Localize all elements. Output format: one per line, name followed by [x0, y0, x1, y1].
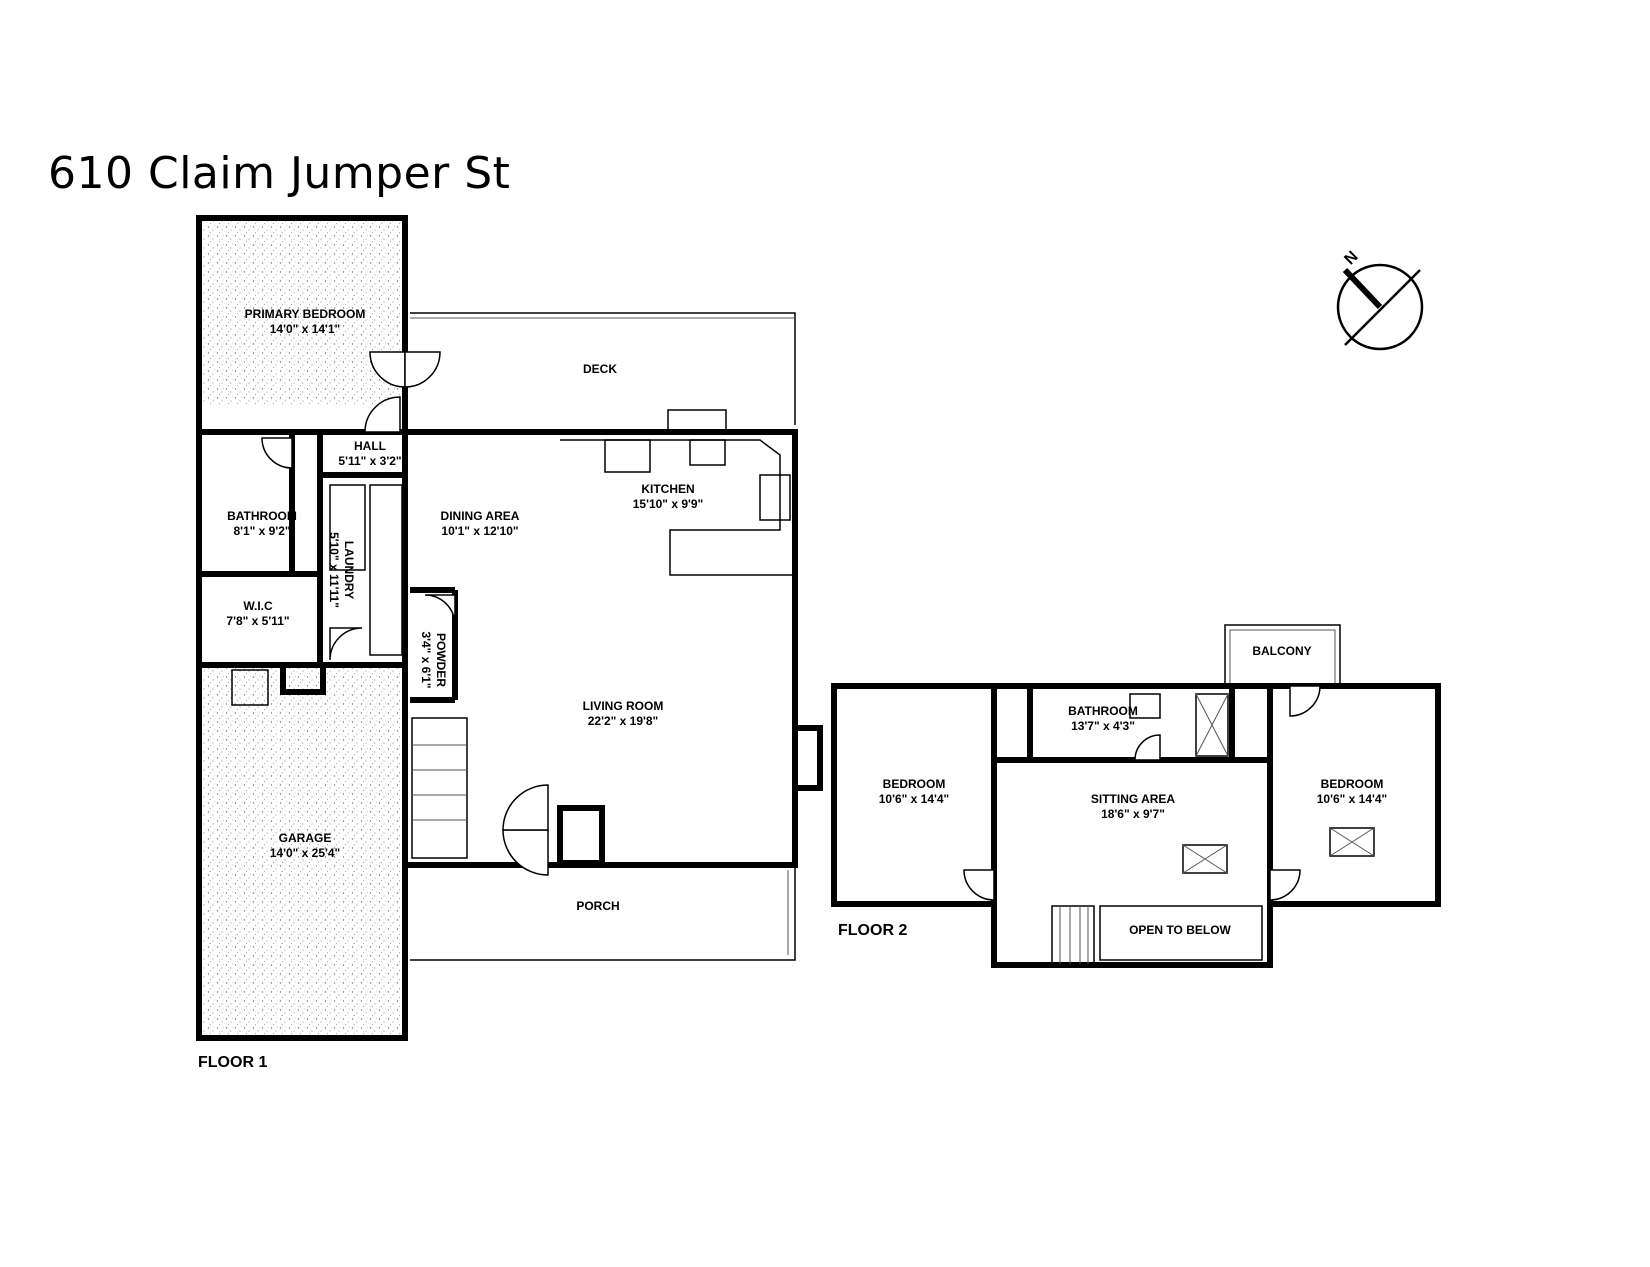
- room-name: BATHROOM: [1068, 704, 1138, 718]
- room-name: BATHROOM: [227, 509, 297, 523]
- room-name: PRIMARY BEDROOM: [245, 307, 366, 321]
- room-dimensions: 15'10" x 9'9": [633, 497, 703, 511]
- compass: N: [1336, 248, 1424, 351]
- room-label-deck: DECK: [583, 362, 617, 376]
- deck-outline: [410, 312, 796, 425]
- room-label-balcony: BALCONY: [1252, 644, 1311, 658]
- room-name: KITCHEN: [641, 482, 694, 496]
- door-swing: [261, 437, 293, 469]
- room-name: HALL: [354, 439, 386, 453]
- room-label-wic: W.I.C7'8" x 5'11": [226, 599, 289, 628]
- door-swing: [502, 784, 549, 831]
- room-dimensions: 5'11" x 3'2": [338, 454, 401, 468]
- room-name: BEDROOM: [883, 777, 946, 791]
- room-name: PORCH: [576, 899, 619, 913]
- door-swing: [404, 351, 441, 388]
- page-title: 610 Claim Jumper St: [48, 148, 511, 199]
- room-name: BALCONY: [1252, 644, 1311, 658]
- room-name: DECK: [583, 362, 617, 376]
- room-name: SITTING AREA: [1091, 792, 1176, 806]
- room-name: LIVING ROOM: [583, 699, 664, 713]
- room-name: POWDER: [434, 633, 448, 687]
- door-swing: [963, 869, 995, 901]
- floor-1: [196, 215, 823, 1041]
- room-dimensions: 22'2" x 19'8": [588, 714, 658, 728]
- room-dimensions: 10'6" x 14'4": [1317, 792, 1387, 806]
- garage-floor: [200, 665, 400, 1035]
- compass-label: N: [1341, 248, 1361, 268]
- room-dimensions: 14'0" x 25'4": [270, 846, 340, 860]
- room-dimensions: 5'10" x 11'11": [327, 532, 341, 608]
- fireplace: [792, 725, 823, 791]
- room-dimensions: 18'6" x 9'7": [1101, 807, 1165, 821]
- door-swing: [502, 829, 549, 876]
- room-dimensions: 3'4" x 6'1": [419, 631, 433, 688]
- room-label-porch: PORCH: [576, 899, 619, 913]
- floor-1-label: FLOOR 1: [198, 1054, 267, 1071]
- door-swing: [1269, 869, 1301, 901]
- door-swing: [1289, 685, 1321, 717]
- room-name: W.I.C: [243, 599, 273, 613]
- door-swing: [329, 627, 363, 661]
- main-house-walls: [405, 429, 798, 868]
- floor-2: [831, 624, 1441, 968]
- room-dimensions: 14'0" x 14'1": [270, 322, 340, 336]
- door-swing: [424, 594, 456, 626]
- room-dimensions: 8'1" x 9'2": [233, 524, 290, 538]
- door-swing: [364, 396, 401, 433]
- primary-bedroom-floor: [200, 220, 400, 405]
- room-name: DINING AREA: [441, 509, 520, 523]
- room-name: GARAGE: [279, 831, 332, 845]
- room-dimensions: 10'1" x 12'10": [441, 524, 518, 538]
- room-dimensions: 13'7" x 4'3": [1071, 719, 1135, 733]
- door-swing: [1134, 734, 1161, 761]
- room-label-open-to-below: OPEN TO BELOW: [1129, 923, 1231, 937]
- room-name: BEDROOM: [1321, 777, 1384, 791]
- room-name: LAUNDRY: [342, 541, 356, 599]
- room-name: OPEN TO BELOW: [1129, 923, 1231, 937]
- floor-2-label: FLOOR 2: [838, 922, 907, 939]
- sitting-area-walls: [991, 757, 1273, 968]
- room-dimensions: 7'8" x 5'11": [226, 614, 289, 628]
- balcony-outline: [1224, 624, 1341, 686]
- room-dimensions: 10'6" x 14'4": [879, 792, 949, 806]
- door-swing: [369, 351, 406, 388]
